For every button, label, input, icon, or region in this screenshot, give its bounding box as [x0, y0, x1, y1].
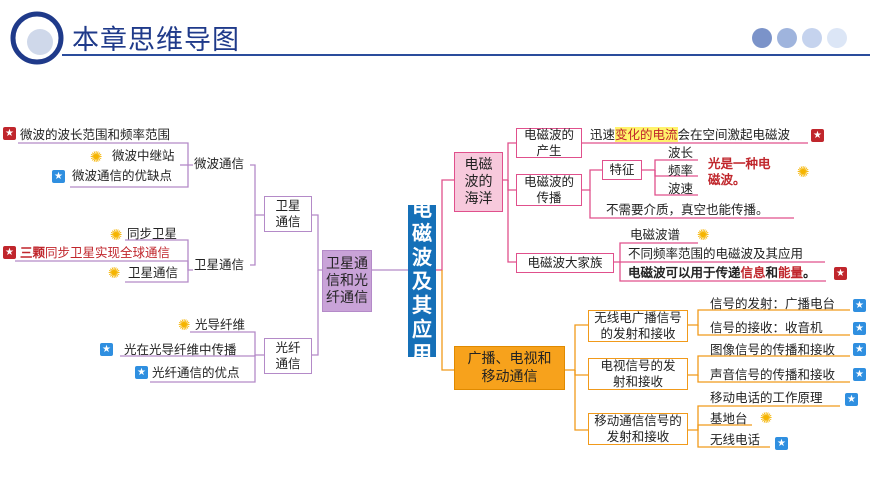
center-char-1: 电 [412, 197, 432, 221]
center-char-4: 及 [412, 269, 432, 293]
em-ocean-node: 电磁波的海洋 [454, 152, 503, 212]
mobile-principle-item: 移动电话的工作原理 [710, 390, 823, 405]
optical-fiber-item: 光导纤维 [195, 317, 246, 332]
star-icon: ★ [52, 170, 65, 183]
light-in-fiber-item: 光在光导纤维中传播 [124, 342, 237, 357]
center-char-7: 用 [412, 341, 432, 365]
star-icon: ★ [853, 343, 866, 356]
mobile-node: 移动通信信号的发射和接收 [588, 413, 688, 445]
use-mid: 和 [765, 265, 779, 280]
wireless-phone-item: 无线电话 [710, 432, 761, 447]
em-spread-node: 电磁波的传播 [516, 174, 582, 206]
broadcast-node: 广播、电视和移动通信 [454, 346, 565, 390]
produce-post: 会在空间激起电磁波 [677, 127, 791, 142]
tv-image-item: 图像信号的传播和接收 [710, 342, 836, 357]
star-icon: ★ [845, 393, 858, 406]
three-satellites-rest: 同步卫星实现全球通信 [45, 245, 171, 260]
star-icon: ★ [853, 322, 866, 335]
three-satellites-item: 三颗同步卫星实现全球通信 [20, 246, 170, 260]
header-dot-3 [802, 28, 822, 48]
em-produce-text: 迅速变化的电流会在空间激起电磁波 [590, 127, 791, 142]
microwave-range-item: 微波的波长范围和频率范围 [20, 127, 171, 142]
feature-wavelength: 波长 [668, 145, 694, 160]
tv-sound-item: 声音信号的传播和接收 [710, 367, 836, 382]
sun-icon: ✺ [109, 226, 123, 244]
star-icon: ★ [834, 267, 847, 280]
star-icon: ★ [775, 437, 788, 450]
star-icon: ★ [811, 129, 824, 142]
star-icon: ★ [100, 343, 113, 356]
center-char-6: 应 [412, 317, 432, 341]
feature-node: 特征 [602, 160, 642, 180]
header-dot-1 [752, 28, 772, 48]
center-char-2: 磁 [412, 221, 432, 245]
three-satellites-prefix: 三颗 [20, 245, 46, 260]
feature-frequency: 频率 [668, 163, 694, 178]
use-pre: 电磁波可以用于传递 [628, 265, 741, 280]
microwave-pros-cons-item: 微波通信的优缺点 [72, 168, 173, 183]
sun-icon: ✺ [177, 316, 191, 334]
microwave-relay-item: 微波中继站 [112, 148, 175, 163]
em-spectrum-item: 电磁波谱 [630, 227, 681, 242]
em-frequency-use-item: 不同频率范围的电磁波及其应用 [628, 246, 804, 261]
no-medium-text: 不需要介质，真空也能传播。 [606, 202, 769, 217]
em-produce-node: 电磁波的产生 [516, 127, 582, 158]
use-info: 信息 [740, 265, 766, 280]
radio-node: 无线电广播信号的发射和接收 [588, 310, 688, 342]
produce-pre: 迅速 [590, 127, 616, 142]
star-icon: ★ [135, 366, 148, 379]
radio-transmit-item: 信号的发射：广播电台 [710, 296, 836, 311]
radio-receive-item: 信号的接收：收音机 [710, 320, 823, 335]
produce-highlight: 变化的电流 [615, 127, 678, 142]
em-use-text: 电磁波可以用于传递信息和能量。 [628, 266, 816, 280]
base-station-item: 基地台 [710, 411, 748, 426]
sun-icon: ✺ [696, 226, 710, 244]
feature-wave-speed: 波速 [668, 181, 694, 196]
satellite-communication-node: 卫星通信 [264, 196, 312, 232]
fiber-advantages-item: 光纤通信的优点 [152, 365, 240, 380]
use-energy: 能量 [778, 265, 804, 280]
sun-icon: ✺ [796, 163, 810, 181]
sat-communication-label: 卫星通信 [194, 257, 245, 272]
header-dot-4 [827, 28, 847, 48]
fiber-communication-node: 光纤通信 [264, 338, 312, 374]
three-satellites-text: 三颗同步卫星实现全球通信 [20, 245, 170, 260]
star-icon: ★ [3, 246, 16, 259]
microwave-communication-label: 微波通信 [194, 156, 245, 171]
star-icon: ★ [3, 127, 16, 140]
sat-communication-item: 卫星通信 [128, 265, 179, 280]
tv-node: 电视信号的发射和接收 [588, 358, 688, 390]
sun-icon: ✺ [759, 409, 773, 427]
em-family-node: 电磁波大家族 [516, 253, 614, 273]
center-char-5: 其 [412, 293, 432, 317]
sync-satellite-item: 同步卫星 [127, 226, 178, 241]
page-title: 本章思维导图 [72, 25, 240, 56]
satellite-fiber-node: 卫星通信和光纤通信 [322, 250, 372, 312]
star-icon: ★ [853, 299, 866, 312]
sun-icon: ✺ [89, 148, 103, 166]
sun-icon: ✺ [107, 264, 121, 282]
center-char-3: 波 [412, 245, 432, 269]
light-em-note: 光是一种电磁波。 [708, 156, 771, 187]
logo-icon [10, 11, 64, 65]
header-divider [62, 54, 870, 56]
star-icon: ★ [853, 368, 866, 381]
use-post: 。 [803, 265, 816, 280]
center-topic: 电 磁 波 及 其 应 用 [408, 197, 436, 365]
header-dot-2 [777, 28, 797, 48]
